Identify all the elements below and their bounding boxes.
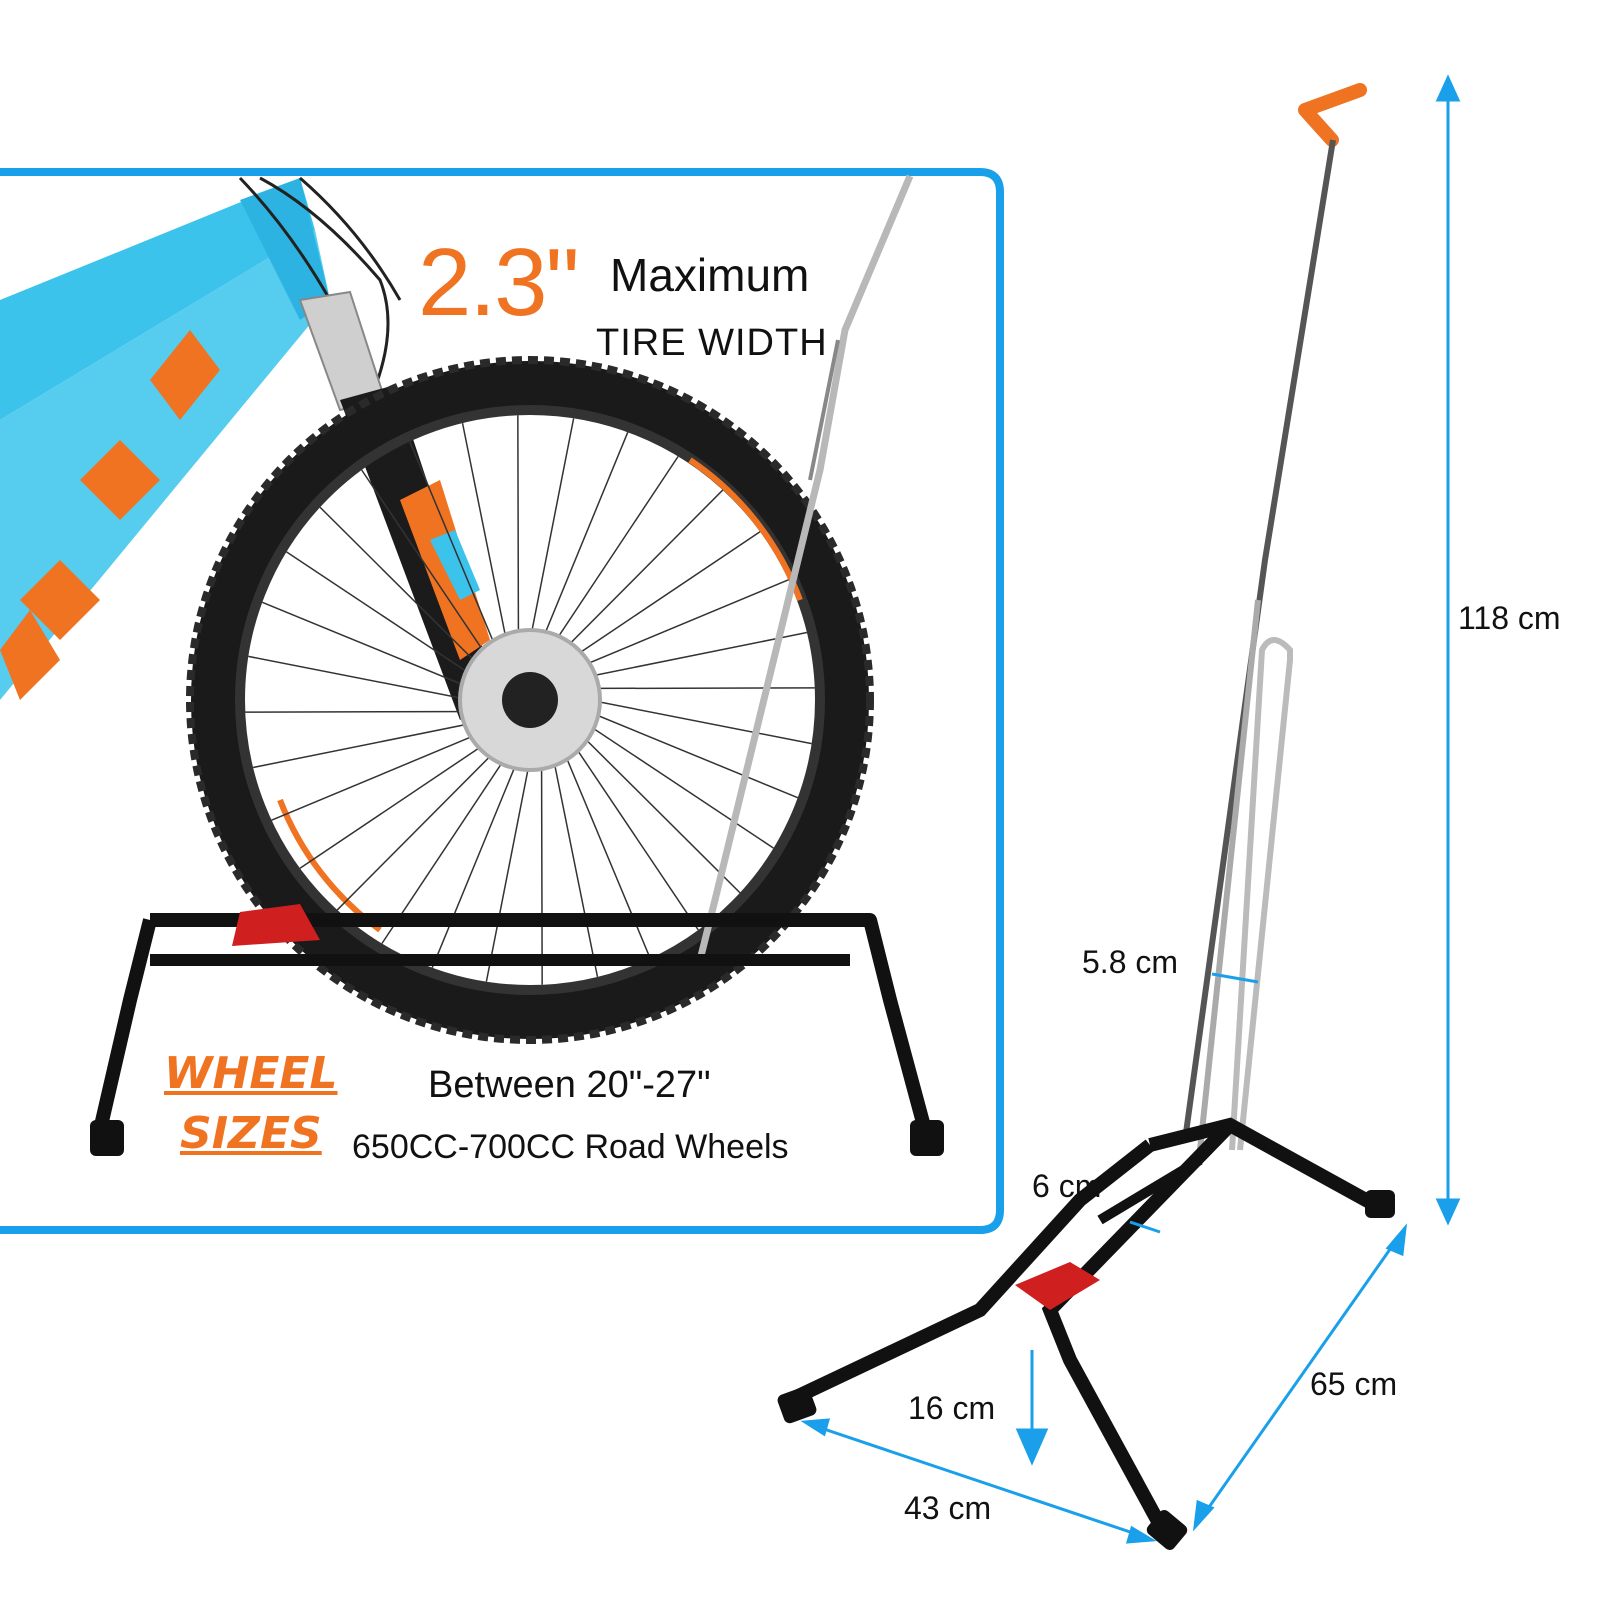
rail-gap-dimension: 6 cm [1032,1168,1102,1204]
wheel-label-2: SIZES [180,1108,322,1159]
length-dimension: 65 cm [1310,1366,1398,1402]
upright-gap-dimension: 5.8 cm [1082,944,1179,980]
width-dimension: 43 cm [904,1490,992,1526]
full-stand [777,83,1395,1550]
height-dimension: 118 cm [1458,600,1561,636]
orange-handle [1298,83,1367,147]
front-fork [298,290,500,720]
dimension-arrows [800,74,1461,1544]
tire-width-label: TIRE WIDTH [596,322,828,364]
callout-frame [0,168,1004,1234]
tire-width-value: 2.3" [418,229,580,336]
callout-stand [90,904,944,1156]
callout-red-pad [232,904,320,946]
road-wheels-text: 650CC-700CC Road Wheels [352,1128,789,1166]
foot-height-dimension: 16 cm [908,1390,996,1426]
tire-width-label-maximum: Maximum [610,249,810,301]
bike-frame [0,178,330,700]
wheel-size-range: Between 20"-27" [428,1064,711,1106]
stand-red-pad [1015,1262,1100,1310]
wheel-label-1: WHEEL [164,1048,338,1099]
